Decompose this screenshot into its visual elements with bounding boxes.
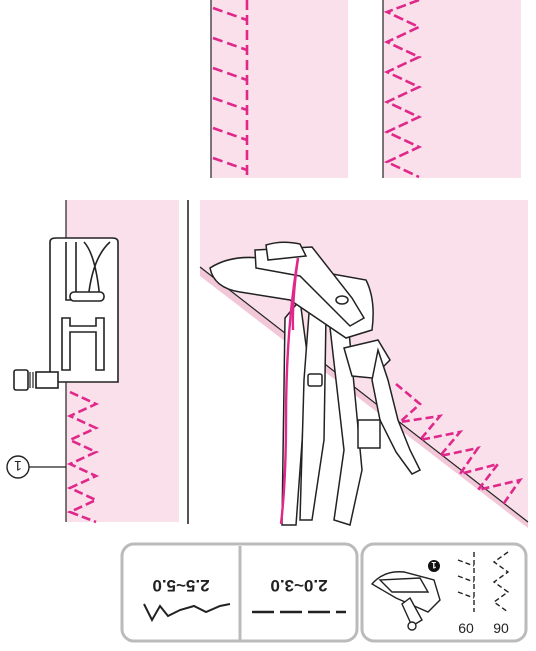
guide-callout: 1 — [7, 456, 66, 478]
callout-marker: 1 — [14, 458, 22, 474]
foot-top-view: 1 — [7, 200, 179, 522]
fabric-sample-zigzag-edge — [383, 0, 521, 178]
range-value: 2.0~3.0 — [270, 576, 327, 595]
stitch-number: 60 — [458, 620, 474, 636]
stitch-number: 90 — [493, 620, 509, 636]
range-value: 2.5~5.0 — [152, 576, 209, 595]
presser-foot-drawing — [14, 238, 118, 390]
foot-perspective-view — [200, 200, 528, 528]
svg-text:1: 1 — [431, 560, 436, 570]
foot-badge: 1 — [428, 560, 440, 572]
settings-panel: 2.5~5.0 2.0~3.0 1 60 90 — [122, 544, 526, 641]
fabric-sample-straight-edge — [211, 0, 348, 178]
